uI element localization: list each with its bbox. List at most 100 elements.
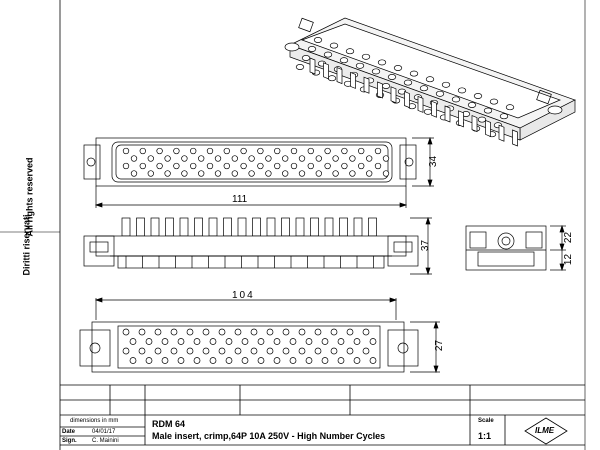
contact-pin bbox=[181, 155, 188, 162]
iso-pin bbox=[397, 88, 407, 95]
contact-pin bbox=[324, 162, 331, 170]
contact-pin bbox=[290, 147, 298, 155]
cooling-fin bbox=[252, 217, 261, 237]
contact-pin-rear bbox=[122, 347, 130, 355]
contact-pin-rear bbox=[298, 347, 306, 355]
contact-pin-rear bbox=[154, 347, 162, 355]
iso-fin bbox=[512, 129, 518, 147]
contact-pin bbox=[139, 162, 146, 170]
contact-pin bbox=[156, 147, 163, 155]
contact-pin bbox=[147, 170, 154, 177]
contact-pin bbox=[206, 147, 214, 155]
cooling-fin bbox=[165, 217, 174, 237]
contact-pin bbox=[139, 147, 146, 155]
iso-fin bbox=[485, 119, 491, 137]
dim-side-top: 22 bbox=[563, 231, 575, 244]
contact-pin-rear bbox=[298, 328, 306, 336]
iso-pin bbox=[457, 87, 467, 94]
front-pins bbox=[125, 256, 374, 268]
contact-pin-rear bbox=[337, 357, 345, 364]
iso-fin bbox=[336, 67, 343, 85]
contact-pin bbox=[223, 147, 230, 155]
contact-pin-rear bbox=[225, 357, 233, 364]
iso-pin bbox=[419, 85, 429, 92]
contact-pin-rear bbox=[257, 357, 265, 364]
contact-pin bbox=[173, 162, 180, 170]
sign-label: Sign. bbox=[62, 438, 77, 444]
cooling-fin bbox=[310, 217, 319, 237]
iso-fin bbox=[404, 91, 410, 109]
iso-pin bbox=[301, 55, 311, 61]
cooling-fin bbox=[324, 217, 334, 237]
contact-pin-rear bbox=[289, 338, 297, 345]
contact-pin-rear bbox=[234, 347, 242, 355]
contact-pin bbox=[332, 170, 339, 177]
contact-pin-rear bbox=[241, 357, 249, 364]
dim-top-height: 34 bbox=[428, 155, 440, 168]
contact-pin bbox=[248, 170, 255, 177]
iso-fin bbox=[444, 105, 451, 123]
iso-pin bbox=[339, 57, 349, 64]
contact-pin bbox=[298, 155, 306, 162]
contact-pin-rear bbox=[337, 338, 345, 345]
dim-bottom-width: 104 bbox=[232, 290, 255, 301]
contact-pin bbox=[366, 155, 373, 162]
sign-value: C. Mainini bbox=[92, 438, 119, 444]
contact-pin-rear bbox=[170, 328, 178, 336]
contact-pin-rear bbox=[369, 357, 377, 364]
iso-pin bbox=[499, 113, 509, 120]
part-number: RDM 64 bbox=[152, 419, 186, 429]
rights-text-it: Diritti riservati bbox=[21, 214, 32, 276]
contact-pin bbox=[265, 155, 272, 162]
contact-pin-rear bbox=[218, 347, 226, 355]
iso-pin bbox=[381, 83, 391, 89]
dim-bottom-height: 27 bbox=[434, 339, 446, 352]
contact-pin-rear bbox=[177, 338, 185, 345]
contact-pin-rear bbox=[193, 357, 201, 364]
bottom-view-pins bbox=[122, 328, 377, 364]
bottom-view bbox=[79, 297, 440, 374]
contact-pin bbox=[214, 170, 222, 177]
cooling-fin bbox=[237, 217, 247, 237]
contact-pin bbox=[248, 155, 255, 162]
iso-fin bbox=[350, 71, 356, 89]
contact-pin bbox=[349, 155, 356, 162]
top-view bbox=[83, 136, 434, 208]
contact-pin bbox=[374, 162, 382, 170]
contact-pin bbox=[307, 162, 314, 170]
iso-fin bbox=[309, 57, 316, 75]
contact-pin-rear bbox=[346, 328, 354, 336]
contact-pin bbox=[257, 162, 264, 170]
front-view bbox=[83, 216, 432, 276]
contact-pin bbox=[223, 162, 230, 170]
iso-pin bbox=[483, 107, 493, 114]
contact-pin bbox=[231, 155, 238, 162]
iso-fin bbox=[417, 95, 424, 113]
iso-pin bbox=[313, 37, 323, 43]
iso-fin bbox=[498, 124, 505, 142]
contact-pin-rear bbox=[138, 347, 146, 355]
contact-pin-rear bbox=[250, 347, 258, 355]
iso-fin bbox=[390, 86, 397, 104]
contact-pin-rear bbox=[202, 328, 210, 336]
cooling-fin bbox=[208, 217, 218, 237]
iso-pin bbox=[377, 59, 387, 66]
contact-pin-rear bbox=[353, 338, 361, 345]
contact-pin bbox=[198, 155, 205, 162]
contact-pin-rear bbox=[362, 328, 370, 336]
iso-pin bbox=[423, 108, 433, 115]
iso-pin bbox=[355, 62, 365, 69]
iso-pin bbox=[387, 74, 397, 80]
iso-fin bbox=[471, 115, 478, 133]
contact-pin bbox=[214, 155, 222, 162]
contact-pin-rear bbox=[314, 347, 322, 355]
contact-pin-rear bbox=[154, 328, 162, 336]
contact-pin-rear bbox=[193, 338, 201, 345]
iso-fin bbox=[323, 62, 329, 80]
contact-pin-rear bbox=[321, 357, 329, 364]
contact-pin bbox=[164, 155, 171, 162]
iso-pin bbox=[295, 64, 305, 70]
cooling-fin bbox=[339, 217, 348, 237]
cooling-fin bbox=[136, 217, 145, 237]
date-value: 04/01/17 bbox=[92, 429, 116, 435]
